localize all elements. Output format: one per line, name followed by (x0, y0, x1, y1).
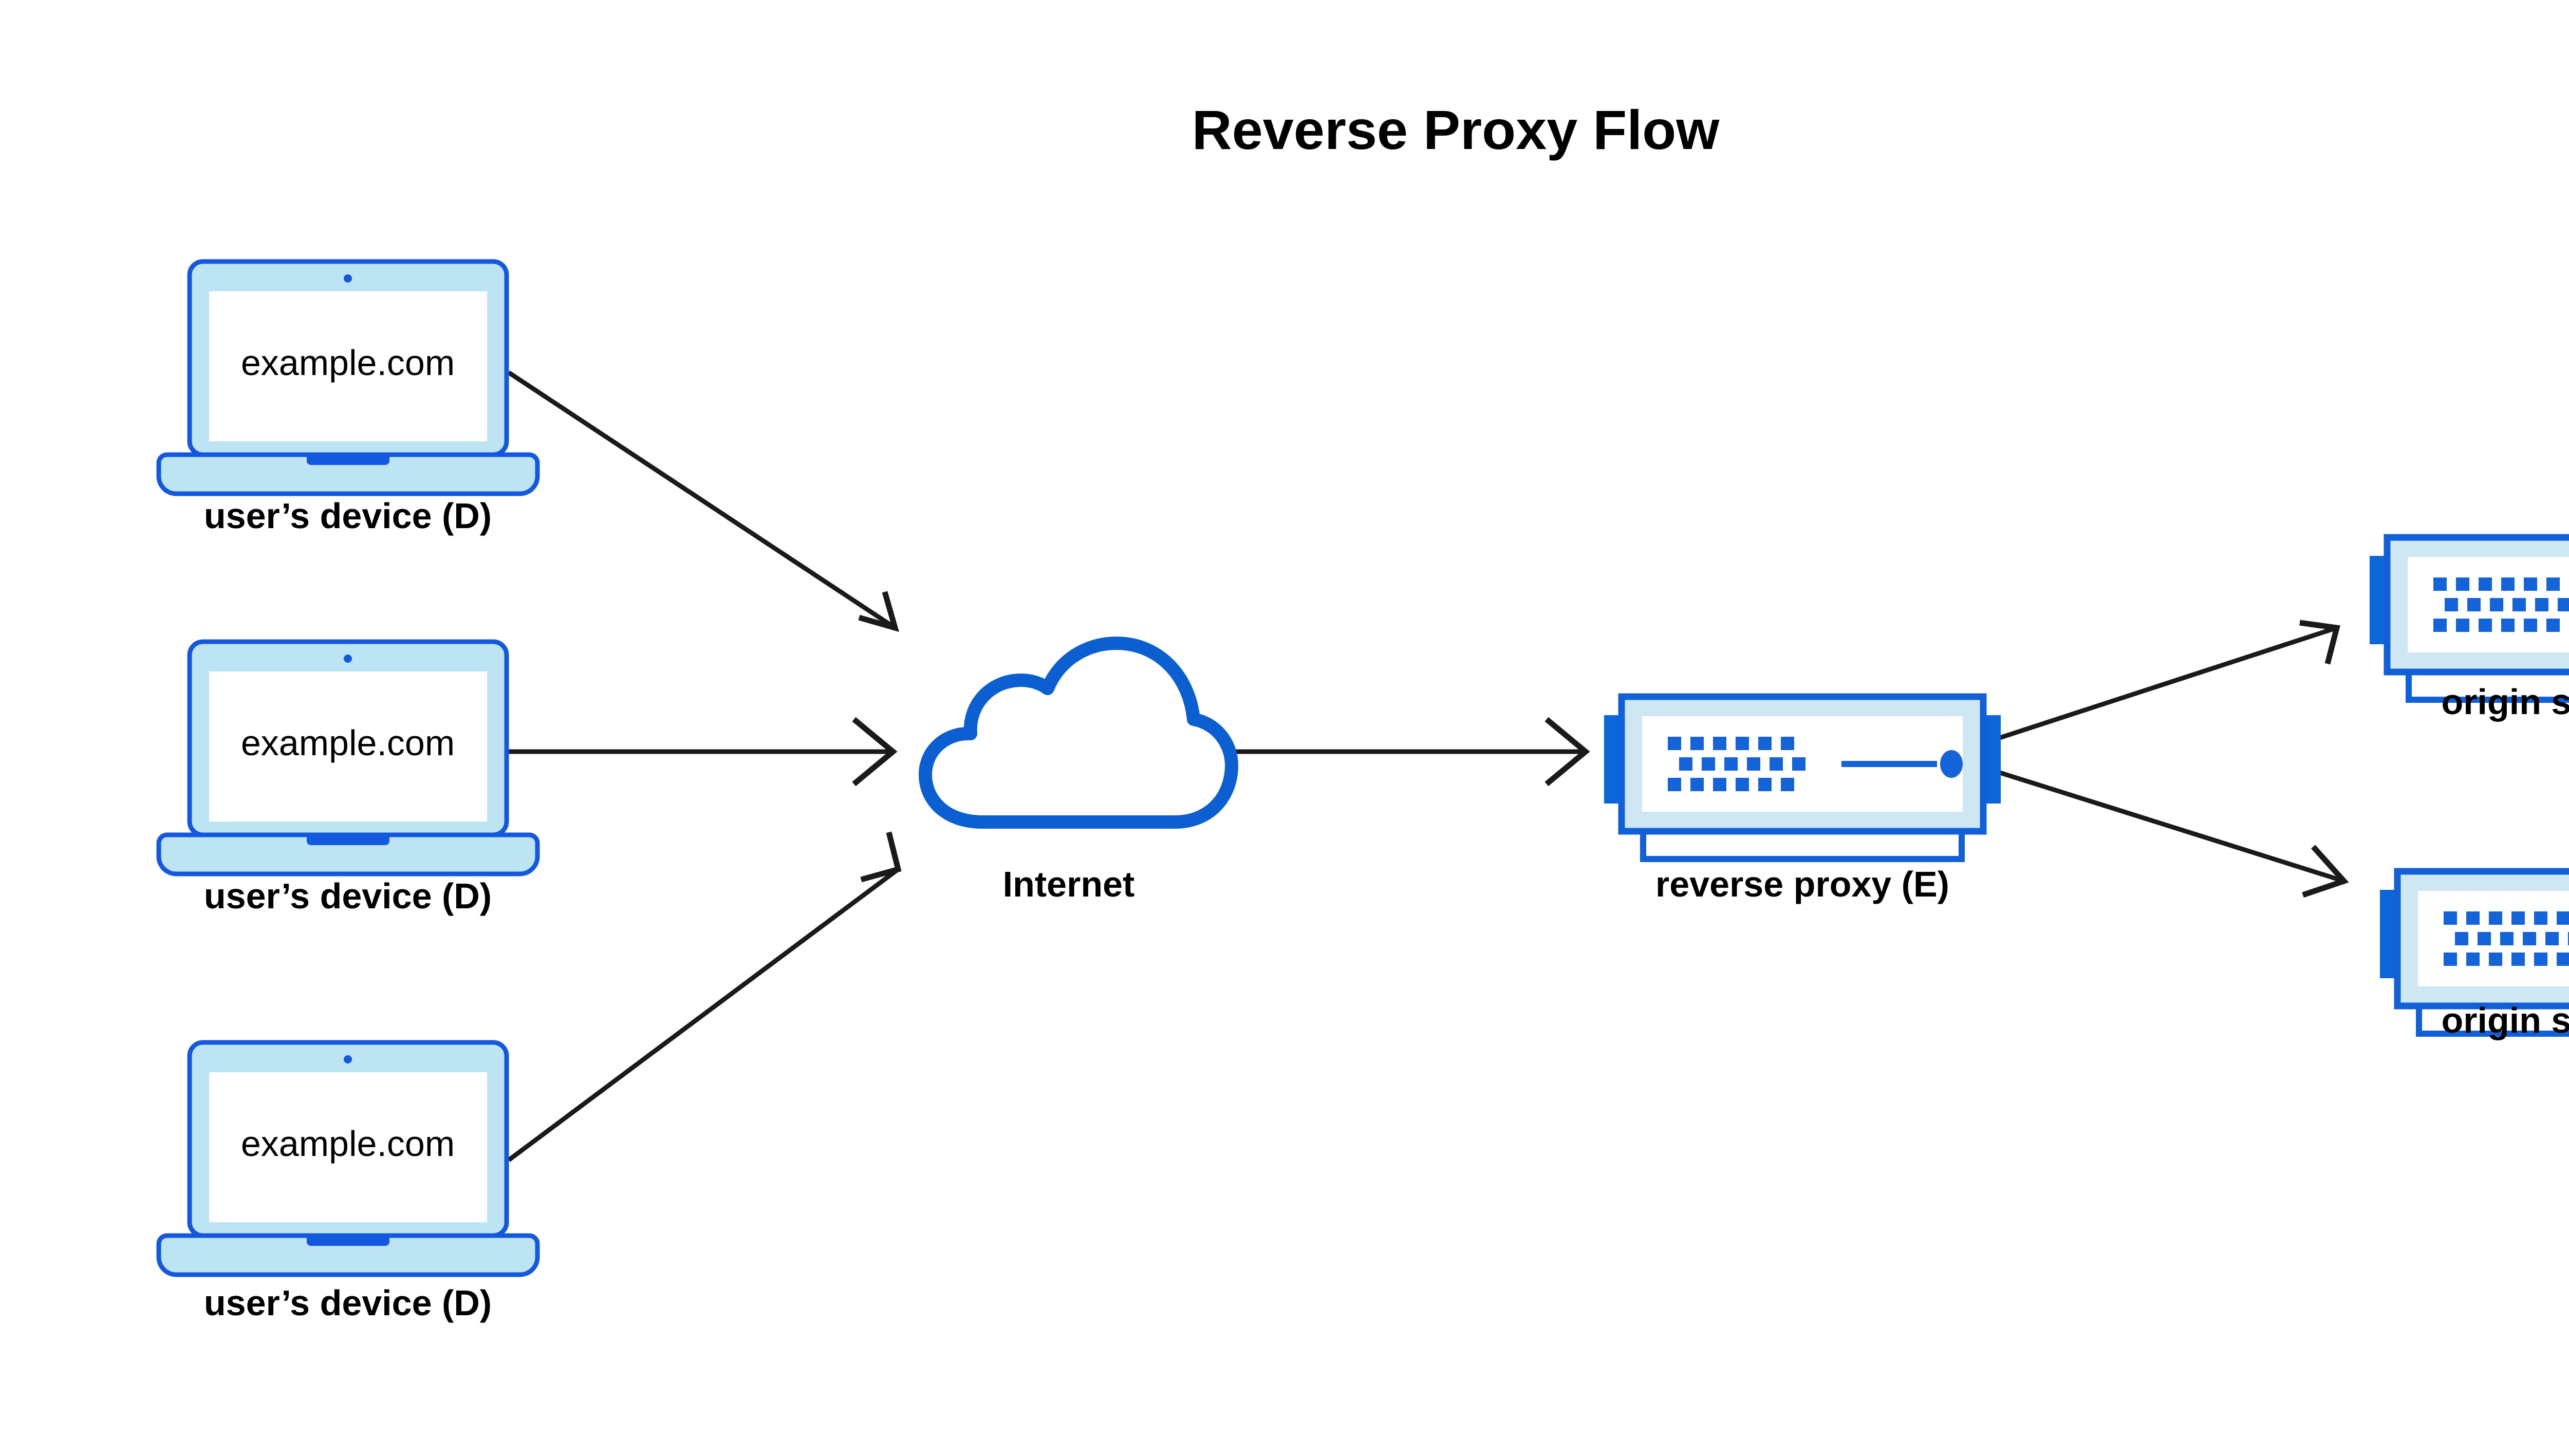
edge-reverse-proxy-to-origin1 (1993, 620, 2340, 742)
device-2-screen-text: example.com (241, 723, 455, 763)
edge-layer (507, 370, 2349, 1162)
reverse-proxy-label: reverse proxy (E) (1655, 864, 1949, 904)
edge-device1-to-internet (507, 370, 900, 632)
device-3-label: user’s device (D) (204, 1283, 492, 1323)
device-2-label: user’s device (D) (204, 876, 492, 916)
internet-label: Internet (1003, 864, 1135, 904)
edge-internet-to-reverse-proxy (1229, 717, 1590, 787)
page-title: Reverse Proxy Flow (1192, 99, 1720, 161)
node-device-3[interactable]: example.com user’s device (D) (159, 1042, 537, 1323)
node-device-2[interactable]: example.com user’s device (D) (159, 642, 537, 916)
cloud-icon (925, 643, 1232, 822)
origin-server-1-label: origin server (F) (2442, 682, 2569, 722)
node-reverse-proxy[interactable]: reverse proxy (E) (1604, 697, 2001, 904)
server-icon (2370, 537, 2569, 700)
edge-device2-to-internet (509, 717, 898, 787)
device-1-label: user’s device (D) (204, 496, 492, 536)
edge-reverse-proxy-to-origin2 (1993, 768, 2349, 898)
device-1-screen-text: example.com (241, 343, 455, 383)
server-icon (1604, 697, 2001, 859)
node-origin-server-1[interactable]: origin server (F) (2370, 537, 2569, 722)
node-internet[interactable]: Internet (925, 643, 1232, 904)
node-device-1[interactable]: example.com user’s device (D) (159, 262, 537, 536)
origin-server-2-label: origin server (F) (2442, 1000, 2569, 1040)
edge-device3-to-internet (507, 831, 902, 1162)
node-origin-server-2[interactable]: origin server (F) (2380, 871, 2569, 1040)
device-3-screen-text: example.com (241, 1124, 455, 1164)
